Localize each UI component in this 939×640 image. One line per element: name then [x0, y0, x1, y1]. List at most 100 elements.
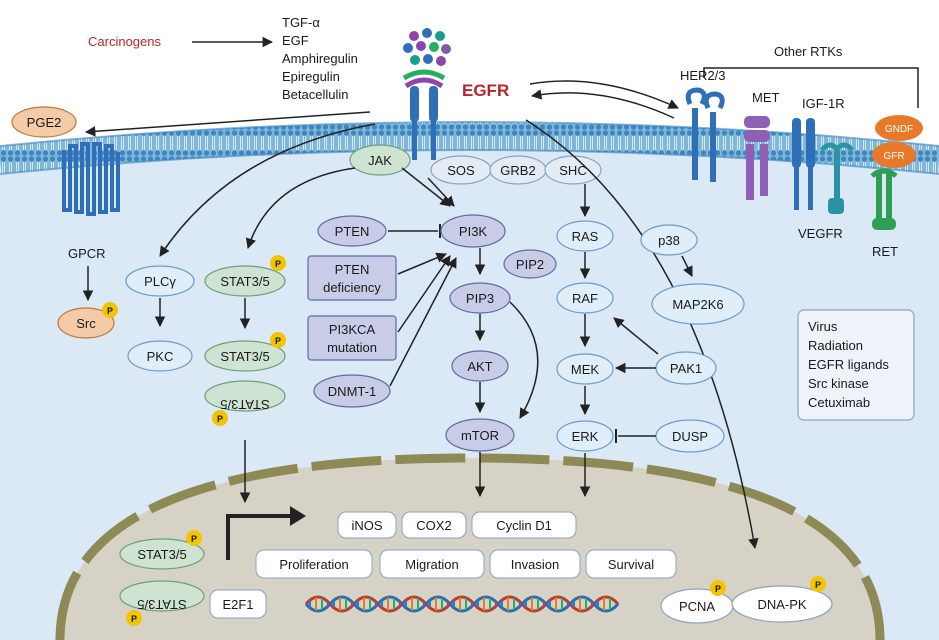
outcome-survival-label: Survival: [608, 557, 654, 572]
carcinogens-label: Carcinogens: [88, 34, 161, 49]
vegfr-label: VEGFR: [798, 226, 843, 241]
outcome-proliferation: [255, 549, 373, 579]
phospho-icon: [710, 580, 726, 596]
phospho-icon: [186, 530, 202, 546]
met-receptor-icon: [744, 116, 770, 200]
gfr-ellipse: [872, 142, 916, 168]
vegfr-receptor-icon: [820, 142, 854, 214]
nuclear-stat-label-2: STAT3/5: [137, 597, 186, 612]
phospho-label: P: [715, 584, 721, 594]
phospho-label: P: [275, 336, 281, 346]
gndf-label: GNDF: [885, 124, 913, 135]
pip3-label: PIP3: [466, 291, 494, 306]
pge2-label: PGE2: [27, 115, 62, 130]
stat-label-1: STAT3/5: [220, 274, 269, 289]
gene-inos-label: iNOS: [351, 518, 382, 533]
raf-node: [556, 282, 614, 314]
dnapk-node: [731, 585, 833, 623]
gene-cox2: [401, 511, 467, 539]
nuclear-stat-top: [119, 538, 205, 570]
pkc-label: PKC: [147, 349, 174, 364]
outcome-proliferation-label: Proliferation: [279, 557, 348, 572]
e2f1-box: [209, 589, 267, 619]
target-genes: iNOS COX2 Cyclin D1: [337, 511, 577, 539]
ligand-epiregulin: Epiregulin: [282, 69, 340, 84]
phospho-label: P: [107, 306, 113, 316]
nuclear-stat-label-1: STAT3/5: [137, 547, 186, 562]
akt-node: [451, 350, 509, 382]
nuclear-envelope: [55, 453, 885, 640]
igf-receptor-icon: [792, 118, 815, 210]
phospho-icon: [270, 255, 286, 271]
pten-deficiency-box: [307, 255, 397, 301]
dnapk-label: DNA-PK: [757, 597, 806, 612]
map2k6-label: MAP2K6: [672, 297, 723, 312]
stat-dimer-bottom: [204, 380, 286, 412]
factor-src-kinase: Src kinase: [808, 376, 869, 391]
ret-label: RET: [872, 244, 898, 259]
gndf-ellipse: [875, 115, 923, 141]
pip2-node: [503, 249, 557, 279]
gene-cyclin-d1-label: Cyclin D1: [496, 518, 552, 533]
gene-cox2-label: COX2: [416, 518, 451, 533]
phospho-label: P: [217, 414, 223, 424]
ligand-egf: EGF: [282, 33, 309, 48]
other-rtks-bracket: [703, 67, 919, 108]
factor-radiation: Radiation: [808, 338, 863, 353]
pip2-label: PIP2: [516, 257, 544, 272]
p38-node: [640, 224, 698, 256]
pcna-label: PCNA: [679, 599, 715, 614]
outcome-migration-label: Migration: [405, 557, 458, 572]
pi3k-node: [440, 214, 506, 248]
ligand-amphiregulin: Amphiregulin: [282, 51, 358, 66]
pak1-label: PAK1: [670, 361, 702, 376]
phospho-label: P: [191, 534, 197, 544]
cell-membrane: [0, 122, 939, 174]
raf-label: RAF: [572, 291, 598, 306]
plcy-node: [125, 265, 195, 297]
mtor-node: [445, 418, 515, 452]
map2k6-node: [651, 283, 745, 325]
outcomes: Proliferation Migration Invasion Surviva…: [255, 549, 677, 579]
erk-label: ERK: [572, 429, 599, 444]
pi3k-label: PI3K: [459, 224, 488, 239]
outcome-invasion: [489, 549, 581, 579]
sos-label: SOS: [447, 163, 475, 178]
transcription-start-icon: [226, 514, 292, 560]
pi3kca-line1: PI3KCA: [329, 322, 376, 337]
pip3-node: [449, 282, 511, 314]
dna-helix-icon: [304, 595, 620, 613]
pten-node: [317, 215, 387, 247]
pi3kca-mutation-box: [307, 315, 397, 361]
mtor-label: mTOR: [461, 428, 499, 443]
stat-node-1: [204, 265, 286, 297]
jak-label: JAK: [368, 153, 392, 168]
outcome-invasion-label: Invasion: [511, 557, 559, 572]
phospho-icon: [810, 576, 826, 592]
phospho-icon: [270, 332, 286, 348]
dusp-label: DUSP: [672, 429, 708, 444]
stat-dimer-top: [204, 340, 286, 372]
pi3kca-line2: mutation: [327, 340, 377, 355]
egfr-receptor-icon: [402, 69, 446, 160]
src-node: [57, 307, 115, 339]
stat-label-2: STAT3/5: [220, 349, 269, 364]
factors-box: [797, 309, 915, 421]
factor-cetuximab: Cetuximab: [808, 395, 870, 410]
mek-node: [556, 353, 614, 385]
phospho-icon: [126, 610, 142, 626]
met-label: MET: [752, 90, 780, 105]
other-rtks-label: Other RTKs: [774, 44, 843, 59]
nuclear-stat-bottom: [119, 580, 205, 612]
igf-label: IGF-1R: [802, 96, 845, 111]
gpcr-receptor-icon: [62, 142, 120, 216]
shc-label: SHC: [559, 163, 586, 178]
ras-label: RAS: [572, 229, 599, 244]
grb2-label: GRB2: [500, 163, 535, 178]
jak-node: [349, 144, 411, 176]
stat-label-3: STAT3/5: [220, 397, 269, 412]
ras-node: [556, 220, 614, 252]
akt-label: AKT: [467, 359, 492, 374]
